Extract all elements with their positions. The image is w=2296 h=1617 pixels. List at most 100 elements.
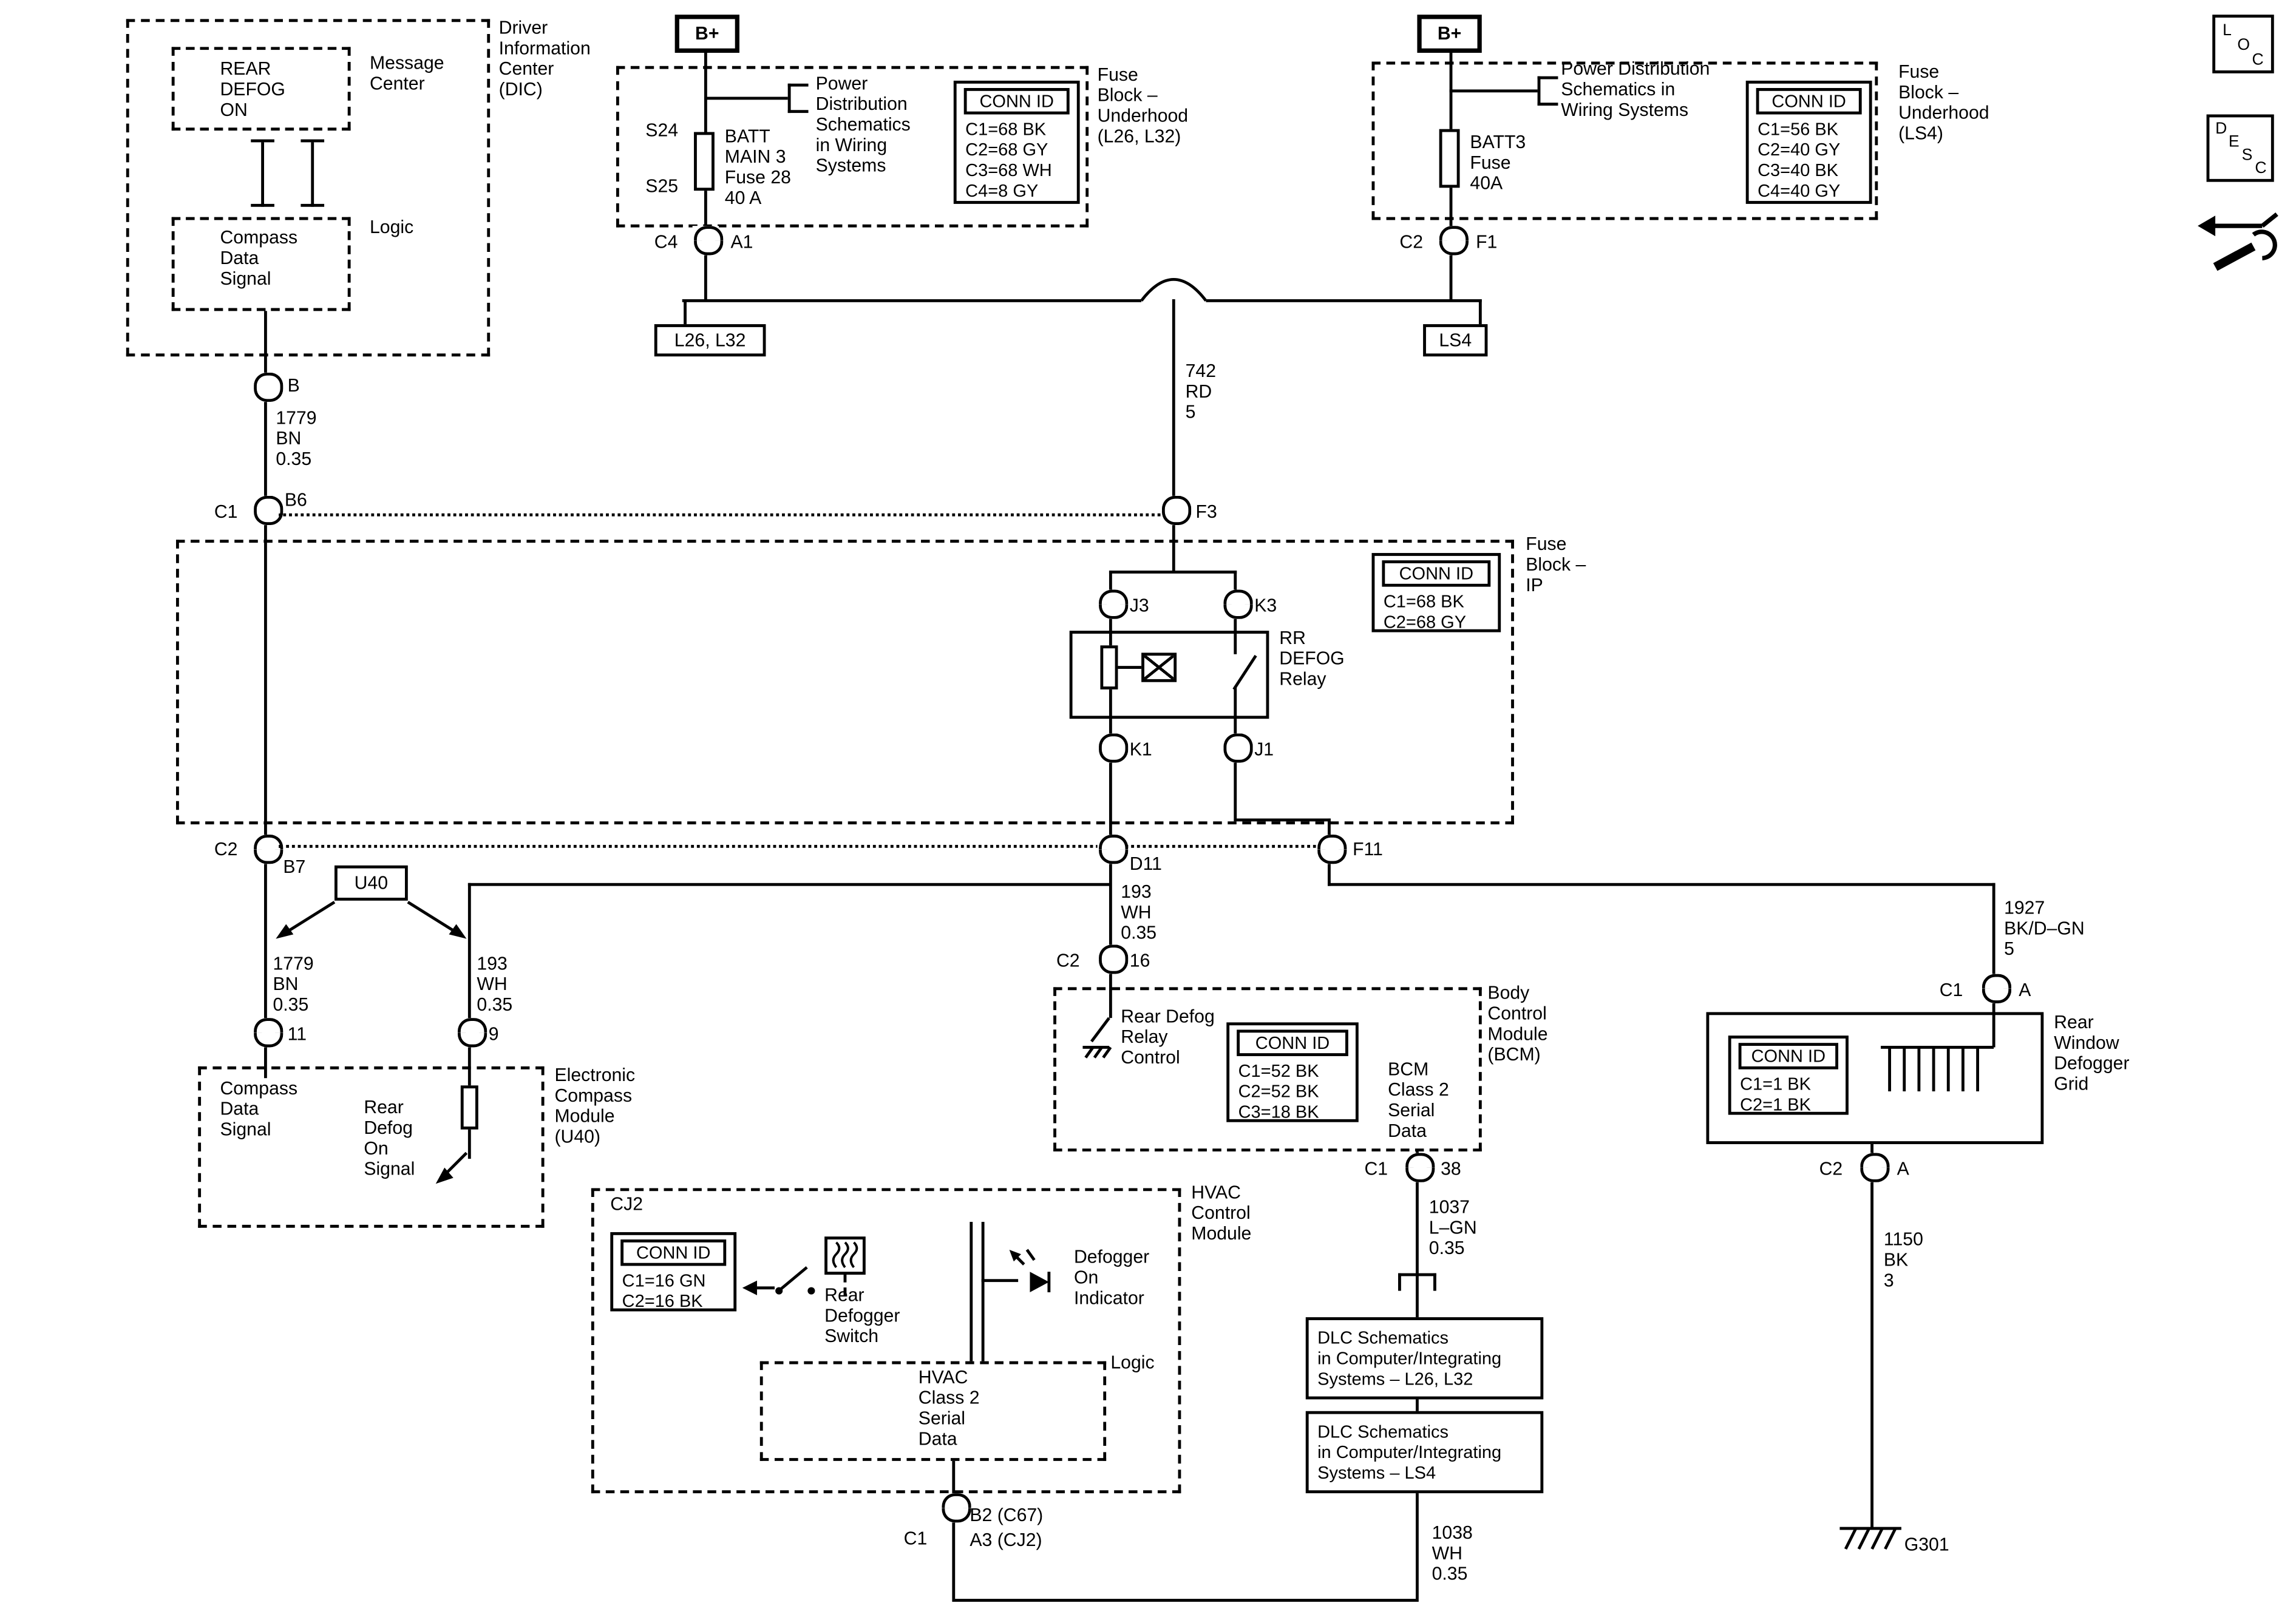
dic-logic-box — [171, 217, 351, 311]
rear-defogger-switch-label: Rear Defogger Switch — [824, 1284, 900, 1347]
conn-id-rows: C1=52 BK C2=52 BK C3=18 BK — [1238, 1060, 1319, 1122]
switch-link — [843, 1275, 847, 1295]
pin-j3-label: J3 — [1129, 595, 1149, 616]
wire — [251, 203, 274, 207]
wire — [1109, 571, 1237, 574]
fuse-left-label: BATT MAIN 3 Fuse 28 40 A — [724, 126, 791, 209]
conn-id-title: CONN ID — [1738, 1043, 1838, 1070]
wire-1150-label: 1150 BK 3 — [1883, 1229, 1923, 1291]
wire — [301, 203, 325, 207]
connector-c2-16 — [1097, 944, 1129, 974]
conn-id-rows: C1=68 BK C2=68 GY — [1383, 591, 1467, 632]
conn-id-table-underhood-right: CONN ID C1=56 BK C2=40 GY C3=40 BK C4=40… — [1745, 80, 1872, 204]
wire-1779-label: 1779 BN 0.35 — [276, 407, 317, 470]
message-center-label: Message Center — [369, 52, 444, 94]
loc-icon[interactable]: L O C — [2212, 15, 2274, 73]
pin-j1-label: J1 — [1254, 739, 1274, 760]
conn-id-rows: C1=56 BK C2=40 GY C3=40 BK C4=40 GY — [1758, 118, 1841, 202]
pin-b6-label: B6 — [284, 490, 307, 510]
hvac-module-box — [591, 1188, 1181, 1494]
schematic-ref-bracket — [787, 83, 809, 87]
schematic-ref-bracket — [1537, 76, 1541, 106]
connector-c1-38 — [1404, 1153, 1435, 1182]
defogger-on-indicator-label: Defogger On Indicator — [1073, 1247, 1150, 1309]
wire-1927 — [1328, 883, 1995, 886]
wire — [301, 139, 325, 143]
pin-a1-label: A1 — [730, 231, 753, 253]
connector-c1-a-grid — [1980, 974, 2012, 1003]
signal-arrow — [435, 1151, 468, 1184]
hvac-module-label: HVAC Control Module — [1191, 1182, 1252, 1244]
wire — [1449, 89, 1538, 93]
dic-logic-label: Logic — [369, 217, 414, 238]
bus-brace — [1140, 278, 1207, 302]
heated-grid-waves — [832, 1241, 858, 1269]
relay-control-switch-ground — [1082, 1017, 1112, 1059]
conn-c1-hvac-label: C1 — [903, 1528, 928, 1549]
rear-defogger-switch-symbol — [742, 1266, 815, 1295]
conn-c1-grid-label: C1 — [1939, 980, 1963, 1001]
fuse-block-underhood-right-box — [1371, 61, 1878, 220]
conn-c1-bcm-label: C1 — [1364, 1159, 1388, 1179]
connector-pin-9 — [456, 1018, 487, 1048]
pin-b7-label: B7 — [283, 856, 306, 878]
conn-id-rows: C1=16 GN C2=16 BK — [622, 1270, 706, 1312]
pin-f11-label: F11 — [1353, 839, 1383, 860]
desc-icon[interactable]: D E S C — [2206, 114, 2274, 182]
pin-b2-label: B2 (C67) — [970, 1505, 1044, 1526]
compass-module-box — [198, 1066, 545, 1228]
splice-s24-label: S24 — [645, 120, 679, 141]
wire-193-bcm-label: 193 WH 0.35 — [1121, 881, 1157, 943]
wire — [981, 1222, 985, 1361]
wire-relay-coil — [1109, 571, 1112, 1019]
wire-1038-label: 1038 WH 0.35 — [1432, 1522, 1473, 1584]
wire-1038 — [952, 1599, 1419, 1602]
desc-letter: C — [2255, 160, 2267, 178]
conn-c1-label: C1 — [214, 501, 238, 523]
rr-defog-relay-label: RR DEFOG Relay — [1279, 628, 1345, 690]
conn-id-rows: C1=68 BK C2=68 GY C3=68 WH C4=8 GY — [965, 118, 1052, 202]
connector-c4-a1 — [692, 226, 724, 256]
fuse-block-underhood-right-label: Fuse Block – Underhood (LS4) — [1898, 61, 1989, 144]
pin-9-label: 9 — [488, 1023, 499, 1045]
dic-title: Driver Information Center (DIC) — [498, 17, 591, 100]
pin-k1-label: K1 — [1129, 739, 1152, 760]
fuse-block-underhood-left-label: Fuse Block – Underhood (L26, L32) — [1097, 64, 1189, 147]
compass-data-signal-label: Compass Data Signal — [220, 1078, 298, 1140]
wire-193-branch — [467, 883, 1111, 886]
u40-splice-tag: U40 — [334, 865, 408, 901]
relay-coil-symbol — [1100, 645, 1118, 690]
wire — [704, 97, 788, 100]
conn-id-title: CONN ID — [1756, 87, 1862, 115]
conn-id-title: CONN ID — [1382, 560, 1491, 587]
cj2-label: CJ2 — [610, 1194, 644, 1215]
pin-38-label: 38 — [1441, 1159, 1461, 1179]
defogger-on-indicator-led — [1009, 1249, 1051, 1293]
bplus-right: B+ — [1417, 15, 1482, 53]
conn-id-title: CONN ID — [620, 1239, 727, 1266]
wire-742-label: 742 RD 5 — [1185, 361, 1217, 422]
dic-box — [126, 19, 491, 357]
wire — [1234, 818, 1331, 822]
conn-id-table-underhood-left: CONN ID C1=68 BK C2=68 GY C3=68 WH C4=8 … — [953, 80, 1080, 204]
wire-1927 — [1992, 883, 1995, 1048]
wire — [1118, 666, 1142, 669]
tools-arrow-icon[interactable] — [2195, 202, 2291, 281]
conn-id-rows: C1=1 BK C2=1 BK — [1740, 1073, 1811, 1115]
pin-a-top-label: A — [2019, 980, 2031, 1001]
schematic-ref-bracket — [1398, 1273, 1436, 1276]
wire — [1478, 299, 1482, 325]
connector-c1-b2-a3 — [940, 1493, 971, 1523]
connector-j3 — [1097, 589, 1129, 619]
power-bus — [1206, 299, 1482, 302]
schematic-ref-bracket — [1537, 76, 1558, 80]
pin-f3-label: F3 — [1195, 501, 1217, 523]
fuse-symbol — [1439, 129, 1460, 188]
connector-k1 — [1097, 733, 1129, 763]
fuse-block-underhood-left-box — [616, 66, 1089, 228]
connector-f3 — [1160, 495, 1192, 526]
ground-g301-label: G301 — [1904, 1534, 1949, 1555]
loc-letter: L — [2223, 22, 2232, 40]
wire-1150 — [1870, 1144, 1873, 1529]
